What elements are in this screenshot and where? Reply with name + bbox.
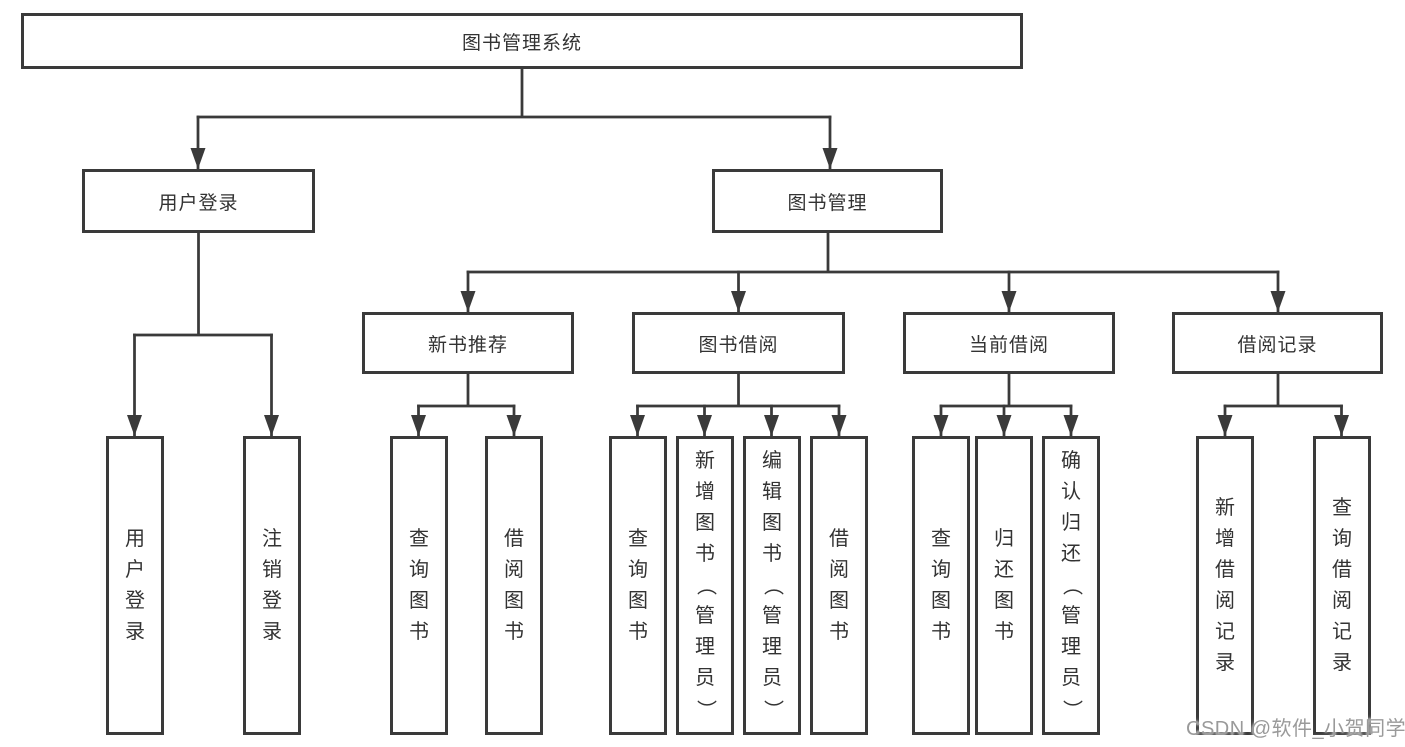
node-book-borrow: 图书借阅 bbox=[632, 312, 845, 374]
leaf-borrow-books-recommend: 借阅图书 bbox=[485, 436, 543, 735]
leaf-logout: 注销登录 bbox=[243, 436, 301, 735]
leaf-confirm-return-admin: 确认归还（管理员） bbox=[1042, 436, 1100, 735]
node-user-login: 用户登录 bbox=[82, 169, 315, 233]
leaf-return-books: 归还图书 bbox=[975, 436, 1033, 735]
leaf-query-borrow-record: 查询借阅记录 bbox=[1313, 436, 1371, 735]
leaf-query-books-borrow: 查询图书 bbox=[609, 436, 667, 735]
node-root-system: 图书管理系统 bbox=[21, 13, 1023, 69]
node-current-borrow: 当前借阅 bbox=[903, 312, 1115, 374]
leaf-edit-books-admin: 编辑图书（管理员） bbox=[743, 436, 801, 735]
node-borrow-records: 借阅记录 bbox=[1172, 312, 1383, 374]
leaf-query-books-current: 查询图书 bbox=[912, 436, 970, 735]
node-new-book-recommend: 新书推荐 bbox=[362, 312, 574, 374]
leaf-borrow-books: 借阅图书 bbox=[810, 436, 868, 735]
leaf-query-books-recommend: 查询图书 bbox=[390, 436, 448, 735]
csdn-watermark: CSDN @软件_小贺同学 bbox=[1186, 718, 1405, 740]
connector-arrows bbox=[127, 115, 1349, 438]
leaf-add-borrow-record: 新增借阅记录 bbox=[1196, 436, 1254, 735]
leaf-add-books-admin: 新增图书（管理员） bbox=[676, 436, 734, 735]
leaf-user-login: 用户登录 bbox=[106, 436, 164, 735]
connector-root-stem bbox=[133, 67, 1343, 408]
node-book-management: 图书管理 bbox=[712, 169, 943, 233]
